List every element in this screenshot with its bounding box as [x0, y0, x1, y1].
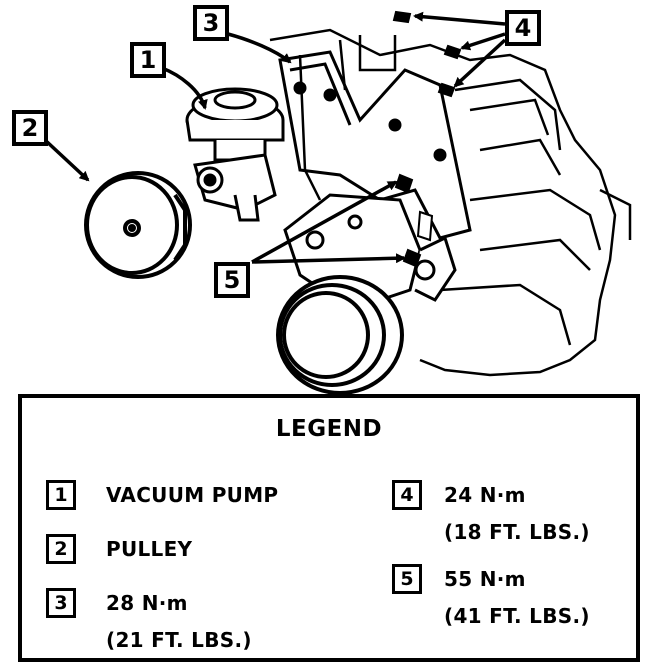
legend-title: LEGEND [275, 416, 383, 442]
legend-number-4: 4 [392, 480, 422, 510]
bolts [392, 10, 462, 268]
legend-number-1: 1 [46, 480, 76, 510]
legend-label-4: 24 N·m (18 FT. LBS.) [444, 480, 590, 547]
legend-label-2: PULLEY [106, 537, 193, 561]
engine-block [269, 28, 632, 377]
alternator [283, 193, 457, 302]
legend-label-3: 28 N·m (21 FT. LBS.) [106, 588, 252, 655]
legend-number-3: 3 [46, 588, 76, 618]
legend-number-2: 2 [46, 534, 76, 564]
legend-label-5: 55 N·m (41 FT. LBS.) [444, 564, 590, 631]
callout-5: 5 [214, 262, 250, 298]
lower-pulley [276, 275, 404, 395]
legend-item-1: 1 VACUUM PUMP [46, 480, 278, 510]
legend-label-4-line2: (18 FT. LBS.) [444, 520, 590, 544]
legend-label-3-line1: 28 N·m [106, 591, 188, 615]
mounting-bracket [278, 50, 472, 240]
legend-item-2: 2 PULLEY [46, 534, 192, 564]
callout-2: 2 [12, 110, 48, 146]
legend-label-1: VACUUM PUMP [106, 483, 279, 507]
callout-4: 4 [505, 10, 541, 46]
legend-box: LEGEND 1 VACUUM PUMP 2 PULLEY 3 28 N·m (… [18, 394, 640, 662]
legend-item-3: 3 28 N·m (21 FT. LBS.) [46, 588, 252, 655]
legend-item-4: 4 24 N·m (18 FT. LBS.) [392, 480, 590, 547]
vacuum-pump [185, 87, 285, 222]
legend-label-5-line2: (41 FT. LBS.) [444, 604, 590, 628]
legend-label-4-line1: 24 N·m [444, 483, 526, 507]
legend-label-3-line2: (21 FT. LBS.) [106, 628, 252, 652]
legend-label-5-line1: 55 N·m [444, 567, 526, 591]
callout-3: 3 [193, 5, 229, 41]
callout-1: 1 [130, 42, 166, 78]
legend-number-5: 5 [392, 564, 422, 594]
legend-item-5: 5 55 N·m (41 FT. LBS.) [392, 564, 590, 631]
pulley [84, 171, 192, 279]
leader-lines [43, 11, 507, 264]
